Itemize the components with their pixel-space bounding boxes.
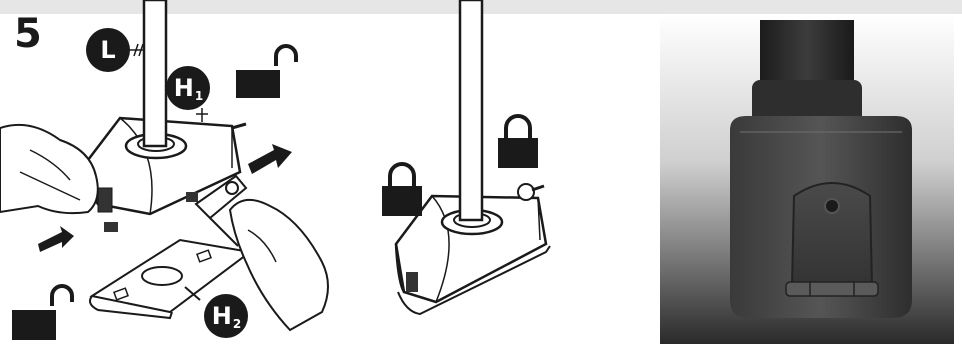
leg-length-badge: L (86, 28, 130, 72)
height-1-subscript: 1 (195, 89, 203, 103)
height-1-label: H (174, 74, 194, 102)
arrow-icon (248, 144, 292, 174)
panel-photo (660, 0, 954, 344)
unlocked-padlock-icon (236, 46, 296, 98)
locked-padlock-icon (382, 164, 422, 216)
height-2-label: H (212, 302, 232, 330)
panel-unlock-drawing (0, 0, 350, 349)
leg-length-label: L (100, 36, 115, 64)
locked-padlock-icon (498, 116, 538, 168)
step-number: 5 (14, 14, 42, 54)
height-2-subscript: 2 (233, 317, 241, 331)
panel-locked (360, 0, 610, 349)
arrow-icon (38, 226, 74, 252)
base-photo (660, 0, 954, 344)
panel-locked-drawing (360, 0, 610, 349)
unlocked-padlock-icon (12, 286, 72, 340)
